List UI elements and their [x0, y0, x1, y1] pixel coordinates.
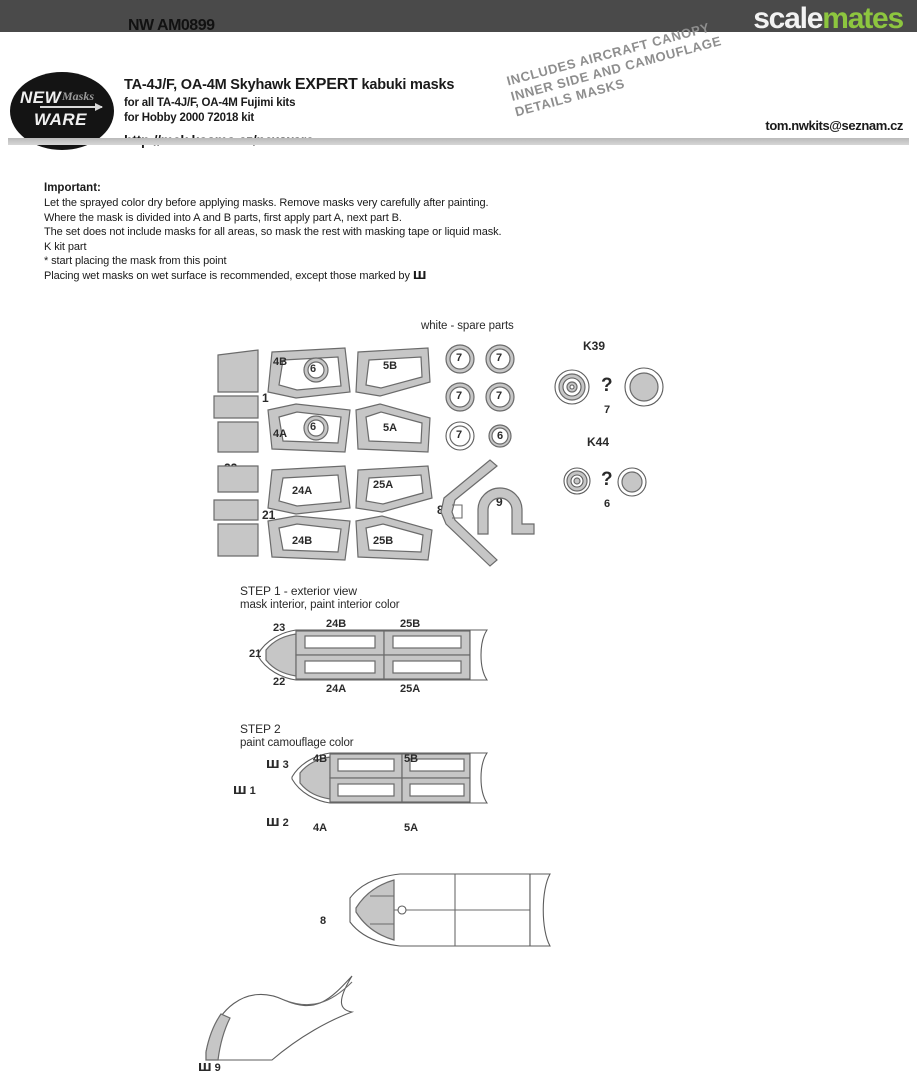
part-label-22: 22: [224, 461, 238, 475]
spare-circle-label-4: 7: [496, 390, 503, 402]
part-label-25a: 25A: [373, 479, 394, 491]
step1-title: STEP 1 - exterior view: [240, 584, 357, 598]
watermark-mates-text: mates: [822, 2, 904, 35]
product-title-text: TA-4J/F, OA-4M Skyhawk: [124, 77, 291, 93]
part-label-25b: 25B: [373, 535, 394, 547]
important-line-5: * start placing the mask from this point: [44, 255, 227, 267]
step1-label-24b: 24B: [326, 618, 347, 630]
step2-marker-2: Ш 2: [266, 816, 289, 829]
logo-line-new: NEW: [20, 88, 62, 107]
wheel-mark-k39: ?: [601, 375, 613, 396]
part-label-24a: 24A: [292, 485, 313, 497]
logo-line-ware: WARE: [34, 110, 87, 129]
wet-symbol-icon-9: Ш: [198, 1061, 212, 1074]
part-label-4a: 4A: [273, 428, 288, 440]
step1-label-25b: 25B: [400, 618, 421, 630]
step2-label-4a: 4A: [313, 822, 328, 834]
wheel-mark-k44: ?: [601, 469, 613, 490]
product-subtitle-2: for Hobby 2000 72018 kit: [124, 112, 255, 124]
spare-parts-caption: white - spare parts: [421, 320, 514, 332]
header-band: NEW Masks WARE TA-4J/F, OA-4M Skyhawk EX…: [0, 20, 917, 150]
important-line-6: Placing wet masks on wet surface is reco…: [44, 269, 644, 284]
wet-symbol-icon-3: Ш: [266, 758, 280, 771]
important-line-1: Let the sprayed color dry before applyin…: [44, 197, 489, 209]
part-label-2: 2: [224, 430, 231, 444]
scalemates-watermark: scalemates: [753, 2, 904, 36]
part-label-5b: 5B: [383, 360, 398, 372]
part-label-8: 8: [437, 503, 444, 517]
top-bar: [0, 0, 917, 32]
watermark-scale-text: scale: [753, 2, 823, 35]
contact-email: tom.nwkits@seznam.cz: [765, 118, 903, 133]
part-label-21: 21: [262, 508, 276, 522]
spare-circle-label-5: 7: [456, 429, 463, 441]
product-title: TA-4J/F, OA-4M Skyhawk EXPERT kabuki mas…: [124, 76, 454, 94]
step1-label-23: 23: [273, 622, 286, 634]
step2-label-3: 3: [282, 759, 289, 771]
logo-script-masks: Masks: [62, 89, 95, 103]
step2-label-2: 2: [282, 817, 289, 829]
step1-label-21: 21: [249, 648, 262, 660]
spare-circle-label-1: 7: [456, 352, 463, 364]
step1-label-25a: 25A: [400, 683, 421, 695]
part-label-3: 3: [224, 352, 231, 366]
wheel-part-k39: 7: [604, 404, 611, 416]
important-line-2: Where the mask is divided into A and B p…: [44, 211, 402, 224]
important-line-4: K kit part: [44, 240, 87, 253]
newware-logo: NEW Masks WARE: [10, 72, 114, 150]
product-title-expert: EXPERT: [294, 76, 358, 93]
product-title-tail: kabuki masks: [361, 77, 455, 93]
part-label-23: 23: [224, 540, 238, 554]
wet-symbol-icon-2: Ш: [266, 816, 280, 829]
step2-label-5b: 5B: [404, 753, 419, 765]
bottom-view-marker-9: Ш 9: [198, 1061, 221, 1074]
inner-circle-label-6-lower: 6: [310, 421, 317, 433]
step2-label-4b: 4B: [313, 753, 328, 765]
wheel-part-k44: 6: [604, 498, 611, 510]
part-label-1: 1: [262, 391, 269, 405]
bottom-view-label-9: 9: [214, 1062, 221, 1074]
step2-label-5a: 5A: [404, 822, 419, 834]
header-divider: [8, 138, 909, 145]
part-label-5a: 5A: [383, 422, 398, 434]
part-label-4b: 4B: [273, 356, 288, 368]
wheel-title-k44: K44: [587, 435, 610, 449]
wet-mask-symbol-icon: Ш: [412, 268, 427, 282]
logo-arrow-icon: [40, 103, 103, 111]
step2-marker-1: Ш 1: [233, 784, 256, 797]
wet-symbol-icon-1: Ш: [233, 784, 247, 797]
spare-circle-label-6: 6: [497, 430, 504, 442]
step1-label-22: 22: [273, 676, 286, 688]
step2-label-1: 1: [249, 785, 256, 797]
spare-circle-label-3: 7: [456, 390, 463, 402]
step1-note: mask interior, paint interior color: [240, 599, 400, 611]
spare-circle-label-2: 7: [496, 352, 503, 364]
step2-marker-3: Ш 3: [266, 758, 289, 771]
wheel-title-k39: K39: [583, 339, 606, 353]
step2-title: STEP 2: [240, 722, 281, 736]
part-label-9: 9: [496, 495, 503, 509]
bottom-view-label-8: 8: [320, 915, 327, 927]
step1-label-24a: 24A: [326, 683, 347, 695]
important-line-3: The set does not include masks for all a…: [44, 226, 502, 238]
stamp-line-3: DETAILS MASKS: [513, 75, 627, 120]
product-subtitle-1: for all TA-4J/F, OA-4M Fujimi kits: [124, 97, 296, 109]
inner-circle-label-6-upper: 6: [310, 363, 317, 375]
important-line-6-text: Placing wet masks on wet surface is reco…: [44, 269, 410, 282]
part-label-24b: 24B: [292, 535, 313, 547]
kit-code: NW AM0899: [128, 17, 215, 34]
important-heading: Important:: [44, 182, 101, 194]
important-notes: Important: Let the sprayed color dry bef…: [44, 182, 644, 283]
step2-note: paint camouflage color: [240, 737, 354, 749]
